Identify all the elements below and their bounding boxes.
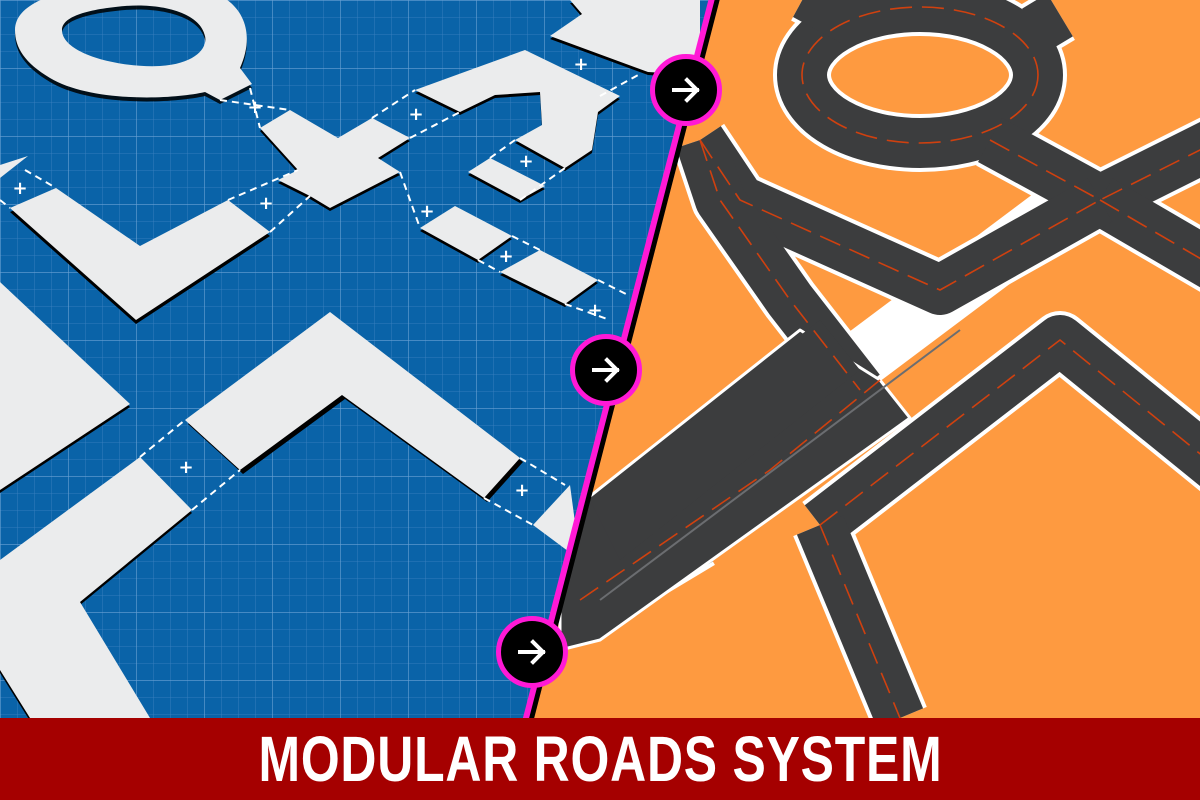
title-banner: MODULAR ROADS SYSTEM: [0, 718, 1200, 800]
corner-piece: [185, 312, 523, 502]
plus-icon: +: [514, 480, 529, 501]
connector-guides: [0, 73, 641, 526]
plus-icon: +: [587, 300, 602, 321]
arrow-right-icon: [592, 357, 620, 383]
plus-icon: +: [178, 457, 193, 478]
blueprint-pieces: [0, 0, 700, 718]
arrow-right-icon: [672, 77, 700, 103]
plus-icon: +: [12, 178, 27, 199]
y-split-piece: [415, 50, 620, 171]
plus-icon: +: [518, 151, 533, 172]
plus-icon: +: [498, 246, 513, 267]
cross-piece: [260, 110, 410, 211]
next-arrow-button-bottom[interactable]: [496, 616, 568, 688]
next-arrow-button-top[interactable]: [650, 54, 722, 126]
l-piece: [10, 188, 270, 324]
arrow-right-icon: [518, 639, 546, 665]
plus-icon: +: [258, 193, 273, 214]
plus-icon: +: [408, 104, 423, 125]
plus-icon: +: [247, 97, 262, 118]
plus-icon: +: [573, 54, 588, 75]
banner-title: MODULAR ROADS SYSTEM: [258, 723, 942, 795]
roundabout-piece: [15, 0, 252, 104]
plus-icon: +: [419, 201, 434, 222]
connector-plus-marks: + + + + + + + + + + +: [12, 54, 602, 501]
road-network: [543, 0, 1200, 718]
next-arrow-button-middle[interactable]: [570, 334, 642, 406]
